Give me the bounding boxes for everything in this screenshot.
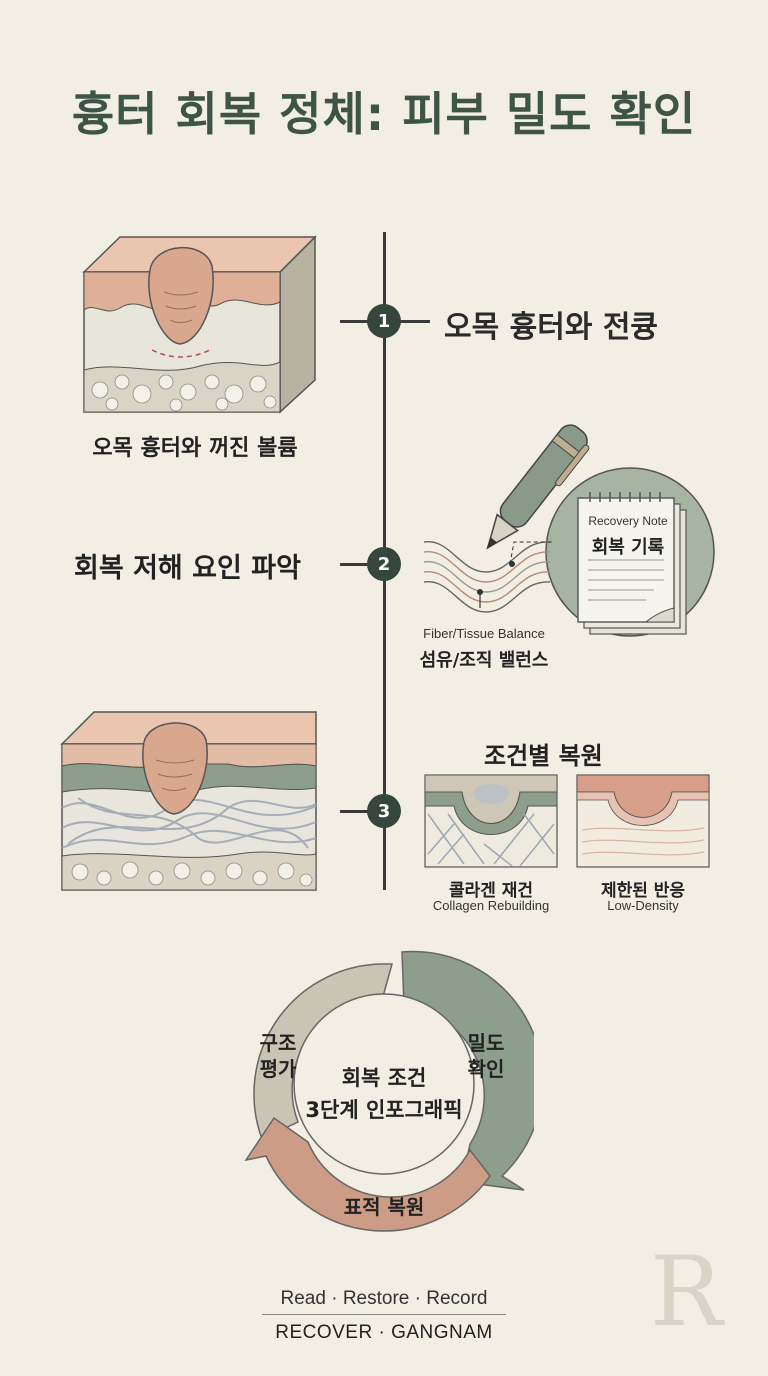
brand-monogram: R	[650, 1236, 723, 1348]
recovery-note-heading-kr: 회복 기록	[591, 537, 665, 558]
low-density-panel	[576, 774, 710, 868]
step-1-badge: 1	[367, 304, 401, 338]
step-2-caption-en: Fiber/Tissue Balance	[423, 626, 545, 641]
step-2-label: 회복 저해 요인 파악	[74, 553, 301, 584]
cycle-segment-target	[244, 1116, 491, 1232]
collagen-rebuilding-label-kr: 콜라겐 재건	[448, 881, 534, 901]
collagen-rebuilding-label-en: Collagen Rebuilding	[432, 898, 550, 913]
cycle-center-line2: 3단계 인포그래픽	[305, 1098, 463, 1122]
concave-scar-illustration	[82, 235, 317, 414]
cycle-label-target: 표적 복원	[343, 1195, 425, 1219]
step-1-illustration-caption: 오목 흉터와 꺼진 볼륨	[92, 436, 298, 461]
cycle-label-structure-line2: 평가	[259, 1057, 297, 1081]
footer-divider	[262, 1314, 506, 1315]
page-title: 흉터 회복 정체: 피부 밀도 확인	[71, 87, 697, 141]
step-3-badge: 3	[367, 794, 401, 828]
cycle-label-structure: 구조 평가	[248, 1030, 308, 1082]
cycle-label-density: 밀도 확인	[456, 1030, 516, 1082]
cycle-ring	[244, 950, 534, 1232]
step-3-heading: 조건별 복원	[484, 742, 603, 770]
low-density-label-en: Low-Density	[607, 898, 679, 913]
collagen-rebuilding-panel	[424, 774, 558, 868]
step-1-label: 오목 흉터와 전큥	[444, 310, 659, 345]
dermal-layers-illustration	[60, 711, 317, 891]
low-density-label-kr: 제한된 반응	[600, 881, 686, 901]
footer-brand: RECOVER · GANGNAM	[275, 1322, 493, 1343]
cycle-center-text: 회복 조건 3단계 인포그래픽	[294, 1062, 474, 1126]
recovery-note-heading-en: Recovery Note	[588, 514, 668, 528]
cycle-label-density-line2: 확인	[467, 1057, 505, 1081]
cycle-label-structure-line1: 구조	[259, 1031, 297, 1055]
step-2-badge: 2	[367, 547, 401, 581]
tissue-balance-illustration	[423, 424, 715, 637]
step-2-caption-kr: 섬유/조직 밸런스	[419, 650, 549, 671]
footer-tagline: Read · Restore · Record	[280, 1288, 488, 1309]
cycle-label-density-line1: 밀도	[467, 1031, 505, 1055]
cycle-center-line1: 회복 조건	[341, 1066, 427, 1090]
